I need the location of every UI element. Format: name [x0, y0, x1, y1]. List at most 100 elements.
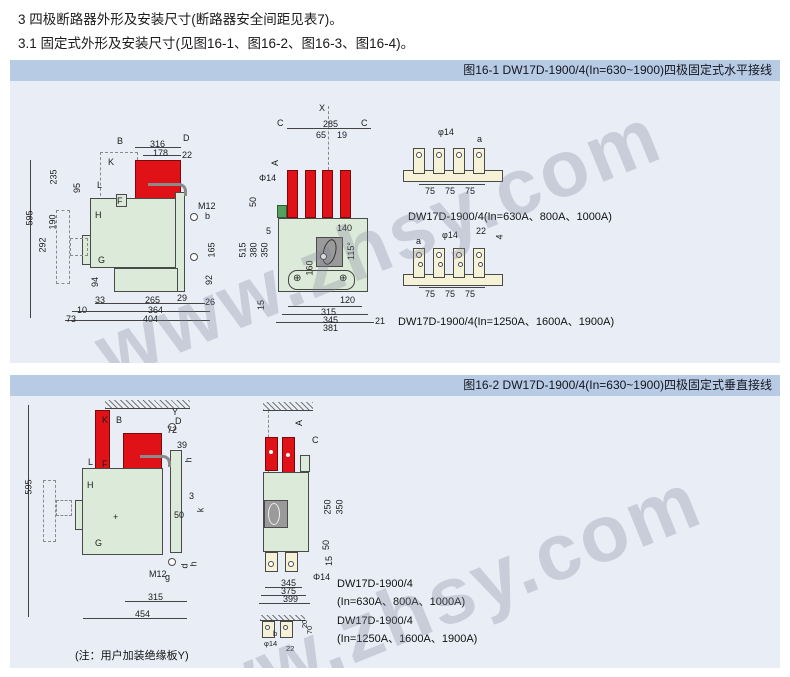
dim-75: 75 — [465, 289, 476, 299]
dim-line — [287, 128, 371, 129]
dim-22: 22 — [182, 150, 193, 160]
dim-265: 265 — [145, 295, 161, 305]
breaker-body-side — [90, 198, 178, 268]
dim-95: 95 — [72, 182, 83, 194]
dim-F: F — [117, 196, 123, 206]
m12-bolt — [168, 558, 176, 566]
mechanism-hole — [320, 253, 327, 260]
dim-L: L — [88, 457, 94, 467]
dim-F: F — [102, 459, 108, 469]
pole-bar — [287, 170, 298, 218]
dim-line — [276, 322, 374, 323]
user-note: (注：用户加装绝缘板Y) — [75, 650, 189, 662]
dim-140: 140 — [337, 223, 353, 233]
dim-line — [83, 618, 187, 619]
dim-L: L — [97, 180, 103, 190]
top-tab — [300, 455, 310, 472]
dim-phi14: Φ14 — [313, 572, 331, 582]
figure-16-1-title: 图16-1 DW17D-1900/4(In=630~1900)四极固定式水平接线 — [10, 60, 780, 81]
mounting-bolt-icon: ⊕ — [293, 273, 302, 284]
dim-b: b — [273, 629, 278, 638]
dim-line — [261, 595, 306, 596]
handle-bar-dashed — [43, 480, 56, 542]
dim-381: 381 — [323, 323, 339, 333]
terminal-column — [170, 450, 182, 553]
shaft-mount — [75, 500, 83, 530]
lug-hole — [283, 625, 288, 630]
handle-bar-dashed — [56, 210, 70, 284]
watermark: www.zhsy.com — [123, 454, 714, 668]
dim-G: G — [95, 538, 103, 548]
shaft-mount — [82, 235, 91, 265]
bus-hole — [269, 450, 273, 454]
lug-hole — [476, 252, 482, 258]
dim-C: C — [277, 118, 284, 128]
dim-a: a — [416, 236, 422, 246]
m12-bolt — [190, 213, 198, 221]
lug-hole — [458, 262, 463, 267]
ceiling-hatch — [105, 400, 190, 409]
m12-bolt — [190, 253, 198, 261]
section-heading: 3 四极断路器外形及安装尺寸(断路器安全间距见表7)。 — [18, 12, 343, 27]
lug-hole — [288, 561, 294, 567]
dim-line — [143, 155, 181, 156]
dim-165: 165 — [206, 242, 217, 258]
lug-hole — [418, 262, 423, 267]
dim-73: 73 — [66, 314, 77, 324]
dim-line — [72, 311, 210, 312]
dim-line — [288, 306, 362, 307]
dim-K: K — [102, 415, 109, 425]
handle-hook — [148, 183, 187, 196]
dim-3: 3 — [189, 491, 195, 501]
dim-line — [125, 601, 187, 602]
detail-caption-line1: DW17D-1900/4 — [337, 615, 413, 627]
dim-5: 5 — [266, 226, 272, 236]
m12-bolt — [168, 423, 176, 431]
dim-75: 75 — [445, 289, 456, 299]
dim-phi14: φ14 — [442, 230, 458, 240]
handle-hook — [140, 455, 171, 467]
dim-A: A — [270, 159, 281, 167]
dim-364: 364 — [148, 305, 164, 315]
dim-B: B — [116, 415, 123, 425]
lug-hole — [456, 152, 462, 158]
handle-stem-dashed — [70, 238, 88, 256]
dim-phi14: φ14 — [264, 639, 278, 648]
dim-g: g — [165, 572, 171, 582]
dim-10: 10 — [77, 305, 88, 315]
handle-slot-oval — [268, 503, 280, 525]
dim-50: 50 — [321, 539, 332, 551]
dim-350: 350 — [334, 499, 345, 515]
dim-phi14: φ14 — [438, 127, 454, 137]
dim-120: 120 — [340, 295, 356, 305]
dim-75: 75 — [445, 186, 456, 196]
dim-D: D — [175, 416, 182, 426]
dim-94: 94 — [90, 276, 101, 288]
dim-595: 595 — [24, 210, 35, 226]
pole-bar — [340, 170, 351, 218]
dim-454: 454 — [135, 609, 151, 619]
dim-315: 315 — [321, 307, 337, 317]
dim-line — [419, 287, 485, 288]
dim-190: 190 — [47, 214, 58, 230]
dim-line — [28, 405, 29, 617]
mounting-slot — [288, 270, 355, 290]
dim-21: 21 — [375, 316, 386, 326]
dim-345: 345 — [323, 315, 339, 325]
front-caption-line2: (In=630A、800A、1000A) — [337, 596, 466, 608]
dim-315: 315 — [148, 592, 164, 602]
handle-stem-dashed — [56, 500, 72, 516]
dim-H: H — [87, 480, 94, 490]
dim-29: 29 — [177, 293, 188, 303]
dim-33: 33 — [95, 295, 106, 305]
pole-bar — [305, 170, 316, 218]
dim-15: 15 — [324, 555, 335, 567]
dim-595: 595 — [23, 479, 34, 495]
bus-hole — [286, 453, 290, 457]
dim-C: C — [312, 435, 319, 445]
terminal-caption: DW17D-1900/4(In=630A、800A、1000A) — [408, 211, 612, 223]
dim-M12: M12 — [198, 201, 216, 211]
dim-line — [282, 314, 368, 315]
dim-C: C — [361, 118, 368, 128]
